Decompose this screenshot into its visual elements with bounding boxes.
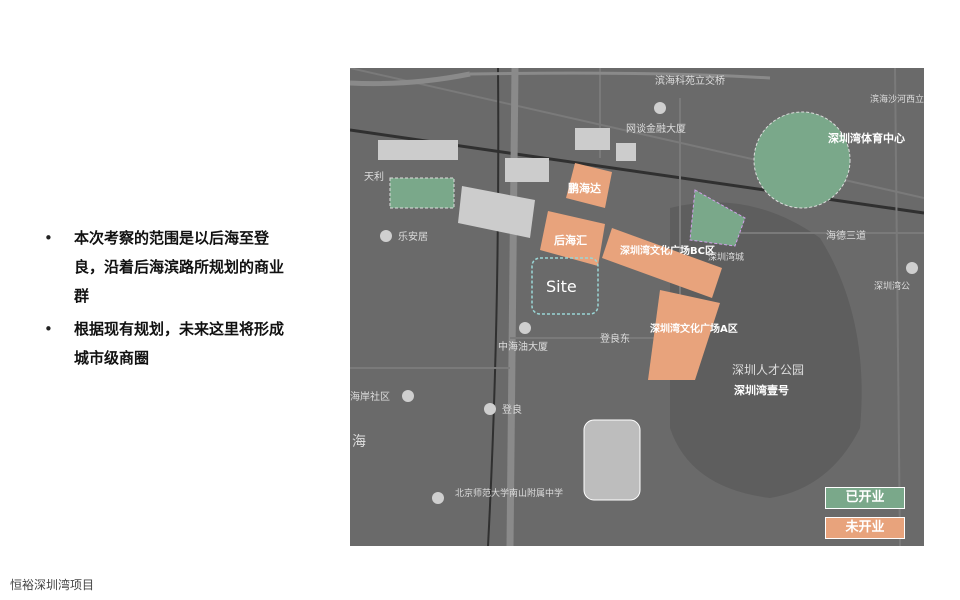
pin-icon bbox=[402, 390, 414, 402]
pin-icon bbox=[906, 262, 918, 274]
legend-open: 已开业 bbox=[825, 487, 905, 509]
bullet-text: 根据现有规划，未来这里将形成城市级商圈 bbox=[74, 320, 285, 367]
map-label-shenzhenwan-w: 深圳湾公 bbox=[874, 280, 910, 292]
pin-icon bbox=[380, 230, 392, 242]
project-box bbox=[583, 419, 641, 501]
bullet-text: 本次考察的范围是以后海至登良，沿着后海滨路所规划的商业群 bbox=[74, 229, 285, 305]
map-label-tianli: 天利 bbox=[364, 171, 384, 183]
map-label-finance: 网谈金融大厦 bbox=[626, 122, 686, 135]
map-label-east-bridge: 滨海沙河西立交桥 bbox=[870, 93, 924, 105]
map-label-sea: 海 bbox=[352, 434, 366, 450]
map-label-talent-park: 深圳人才公园 bbox=[732, 363, 804, 377]
map-label-zhonghai: 中海油大厦 bbox=[498, 340, 548, 353]
bullet-marker: • bbox=[44, 320, 53, 338]
map-label-dengliang-east: 登良东 bbox=[600, 332, 630, 345]
legend-closed: 未开业 bbox=[825, 517, 905, 539]
map-label-beishida: 北京师范大学南山附属中学 bbox=[455, 487, 563, 499]
grey-block bbox=[616, 143, 636, 161]
grey-block bbox=[458, 186, 535, 238]
penghai-zone bbox=[566, 163, 612, 208]
culture-bc-zone bbox=[602, 228, 722, 298]
site-outline bbox=[531, 257, 599, 315]
site-label: Site bbox=[546, 277, 577, 296]
stadium-label: 深圳湾体育中心 bbox=[828, 131, 905, 145]
bullet-marker: • bbox=[44, 229, 53, 247]
grey-block bbox=[575, 128, 610, 150]
list-item: • 本次考察的范围是以后海至登良，沿着后海滨路所规划的商业群 bbox=[44, 224, 294, 311]
culture-a-zone bbox=[648, 290, 720, 380]
map-svg: 滨海科苑立交桥 网谈金融大厦 滨海沙河西立交桥 天利 乐安居 海德三道 深圳湾公… bbox=[350, 68, 924, 546]
footer-project-name: 恒裕深圳湾项目 bbox=[10, 578, 95, 592]
grey-block bbox=[505, 158, 549, 182]
pin-icon bbox=[519, 322, 531, 334]
stadium-zone bbox=[753, 111, 851, 209]
map-label-leanju: 乐安居 bbox=[398, 230, 428, 243]
penghai-label: 鹏海达 bbox=[568, 181, 601, 195]
grey-block bbox=[378, 140, 458, 160]
list-item: • 根据现有规划，未来这里将形成城市级商圈 bbox=[44, 315, 294, 373]
culture-bc-label: 深圳湾文化广场BC区 bbox=[620, 244, 715, 257]
shenzhenwan-one-label: 深圳湾壹号 bbox=[734, 383, 789, 397]
map-label-coast: 海岸社区 bbox=[350, 390, 390, 403]
culture-a-label: 深圳湾文化广场A区 bbox=[650, 322, 738, 335]
area-map: 滨海科苑立交桥 网谈金融大厦 滨海沙河西立交桥 天利 乐安居 海德三道 深圳湾公… bbox=[350, 68, 924, 546]
metro-icon bbox=[484, 403, 496, 415]
pin-icon bbox=[432, 492, 444, 504]
map-label-bridge: 滨海科苑立交桥 bbox=[655, 74, 725, 87]
map-label-dengliang: 登良 bbox=[502, 403, 522, 416]
map-label-haide: 海德三道 bbox=[826, 229, 866, 242]
bullet-list: • 本次考察的范围是以后海至登良，沿着后海滨路所规划的商业群 • 根据现有规划，… bbox=[44, 224, 294, 377]
houhaihui-label: 后海汇 bbox=[554, 233, 587, 247]
open-block bbox=[389, 177, 455, 209]
houhaihui-zone bbox=[540, 211, 605, 266]
pin-icon bbox=[654, 102, 666, 114]
map-label-shenzhenwan-city: 深圳湾城 bbox=[708, 251, 744, 263]
open-block bbox=[689, 189, 746, 247]
